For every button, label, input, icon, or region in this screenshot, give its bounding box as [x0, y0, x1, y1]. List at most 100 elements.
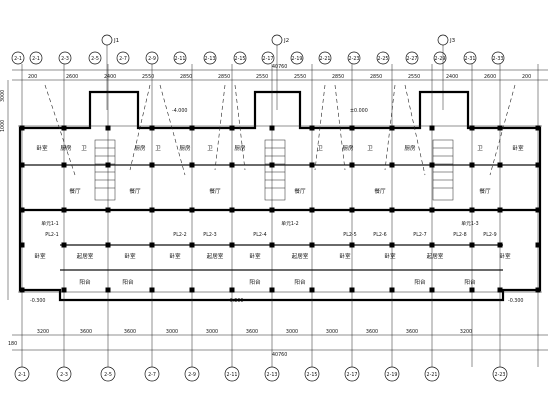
column: [61, 207, 67, 213]
axis-bubble-bottom: 2-9: [184, 366, 200, 382]
axis-label: 2-17: [263, 56, 274, 62]
column: [61, 125, 67, 131]
column: [149, 287, 155, 293]
level-marks: -0.300 -0.300 -0.300 -4.000 ±0.000: [30, 108, 523, 304]
column: [389, 207, 395, 213]
axis-label: 2-1: [14, 56, 22, 62]
axis-bubble-bottom: 2-7: [144, 366, 160, 382]
column: [189, 287, 195, 293]
svg-text:1000: 1000: [0, 120, 6, 132]
room-label: 阳台: [79, 278, 91, 286]
axis-bubble-top: 2-7: [116, 51, 130, 65]
column: [19, 125, 25, 131]
axis-bubble-top: 2-27: [405, 51, 419, 65]
room-label: 卧室: [499, 252, 511, 260]
room-labels-mid: 餐厅餐厅餐厅餐厅餐厅餐厅: [69, 187, 491, 195]
axis-label: 2-19: [387, 372, 398, 378]
room-label: 阳台: [122, 278, 134, 286]
column: [469, 207, 475, 213]
column: [389, 162, 395, 168]
room-label: 卧室: [169, 252, 181, 260]
room-label: PL2-7: [413, 232, 426, 238]
bottom-margin-dim: 180: [8, 341, 17, 347]
column: [149, 162, 155, 168]
column: [19, 162, 25, 168]
axis-label: 2-13: [205, 56, 216, 62]
level-mark: -4.000: [172, 108, 187, 114]
axis-bubble-top: 2-5: [88, 51, 102, 65]
dim-text: 3000: [206, 329, 218, 335]
column: [429, 287, 435, 293]
dim-text: 2600: [484, 74, 496, 80]
column: [349, 125, 355, 131]
room-label: 卧室: [339, 252, 351, 260]
room-label: 卧室: [124, 252, 136, 260]
room-label: 单元1-2: [281, 220, 298, 227]
room-label: 厨房: [234, 144, 246, 152]
axis-bubble-bottom: 2-15: [304, 366, 320, 382]
axis-bubble-bottom: 2-23: [492, 366, 508, 382]
axis-bubble-top: 2-19: [290, 51, 304, 65]
room-label: 起居室: [292, 252, 309, 260]
column: [105, 242, 111, 248]
axis-label: 2-1: [32, 56, 40, 62]
column: [269, 162, 275, 168]
room-label: 卧室: [384, 252, 396, 260]
room-label: 餐厅: [374, 187, 386, 195]
room-label: 卫: [155, 145, 161, 152]
room-label: PL2-2: [173, 232, 186, 238]
column: [189, 162, 195, 168]
level-mark: ±0.000: [350, 108, 368, 114]
axis-label: 2-29: [435, 56, 446, 62]
stair-j1: [94, 139, 116, 201]
column: [389, 287, 395, 293]
axis-label: 2-11: [175, 56, 186, 62]
room-label: 卫: [367, 145, 373, 152]
room-label: 单元1-3: [461, 220, 478, 227]
room-label: 卫: [477, 145, 483, 152]
column: [189, 207, 195, 213]
column: [229, 162, 235, 168]
column: [309, 162, 315, 168]
column: [535, 207, 541, 213]
axis-bubble-top: 2-1: [11, 51, 25, 65]
dim-text: 3600: [80, 329, 92, 335]
column: [309, 125, 315, 131]
room-label: 餐厅: [209, 187, 221, 195]
room-label: 厨房: [342, 144, 354, 152]
room-label: 卧室: [34, 252, 46, 260]
axis-label: 2-11: [227, 372, 238, 378]
axis-label: 2-9: [188, 372, 196, 378]
level-mark: -0.300: [30, 298, 45, 304]
room-label: 卫: [317, 145, 323, 152]
axis-bubble-bottom: 2-11: [224, 366, 240, 382]
room-label: 起居室: [77, 252, 94, 260]
dim-text: 3200: [460, 329, 472, 335]
column: [497, 207, 503, 213]
axis-bubble-top: 2-9: [145, 51, 159, 65]
room-label: 阳台: [294, 278, 306, 286]
unit-marker-j2: J2: [271, 34, 289, 110]
column: [229, 287, 235, 293]
room-labels-north: 卧室厨房卫厨房卫厨房卫厨房卫厨房卫厨房卫卧室: [36, 144, 524, 152]
column: [269, 242, 275, 248]
axis-label: 2-31: [465, 56, 476, 62]
column: [189, 125, 195, 131]
column: [497, 125, 503, 131]
column: [105, 162, 111, 168]
axis-bubble-top: 2-3: [58, 51, 72, 65]
axis-label: 2-21: [320, 56, 331, 62]
column: [269, 287, 275, 293]
column: [105, 207, 111, 213]
svg-text:3000: 3000: [0, 90, 6, 102]
axis-label: 2-5: [91, 56, 99, 62]
svg-text:J1: J1: [113, 38, 120, 44]
column: [61, 242, 67, 248]
room-label: 餐厅: [69, 187, 81, 195]
level-mark: -0.300: [508, 298, 523, 304]
dim-text: 200: [522, 74, 531, 80]
column: [469, 125, 475, 131]
